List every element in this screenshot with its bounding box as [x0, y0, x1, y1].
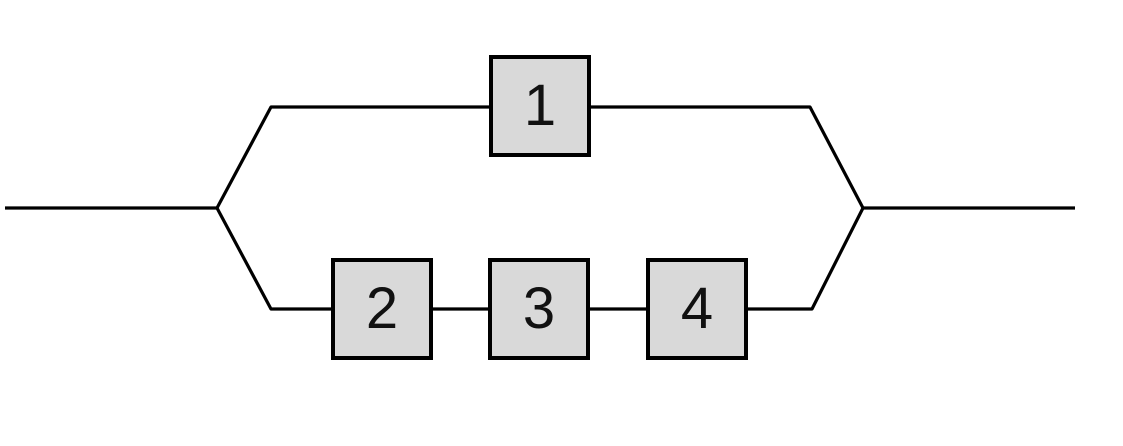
block-3: 3	[488, 258, 590, 360]
block-2-label: 2	[365, 276, 399, 341]
block-3-label: 3	[522, 276, 556, 341]
block-4-label: 4	[680, 276, 714, 341]
block-2: 2	[331, 258, 433, 360]
block-1-label: 1	[523, 73, 557, 138]
block-1: 1	[489, 55, 591, 157]
block-4: 4	[646, 258, 748, 360]
